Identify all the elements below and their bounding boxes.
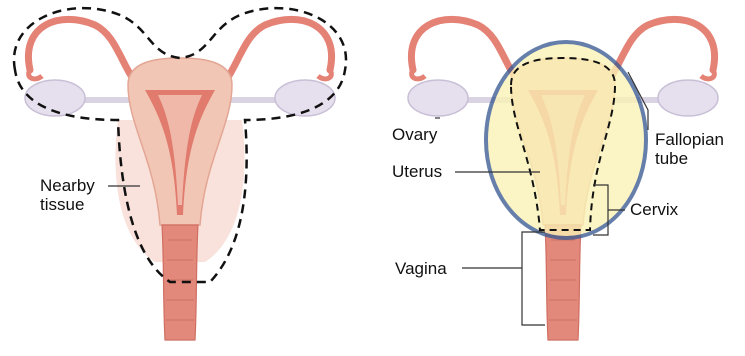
left-diagram (14, 8, 346, 340)
fallopian-tube-label-line2: tube (655, 149, 688, 168)
fallopian-tube-label: Fallopian tube (655, 130, 745, 168)
nearby-tissue-label-line2: tissue (40, 195, 84, 214)
vagina-label: Vagina (395, 259, 447, 278)
uterus-label: Uterus (392, 162, 442, 181)
ovary-label: Ovary (392, 125, 437, 144)
nearby-tissue-label-line1: Nearby (40, 176, 95, 195)
fallopian-tube-label-line1: Fallopian (655, 130, 724, 149)
nearby-tissue-label: Nearby tissue (40, 176, 130, 214)
uterus-highlight (486, 42, 646, 238)
right-diagram (408, 19, 718, 340)
vagina-bracket (522, 232, 545, 325)
cervix-label: Cervix (630, 200, 678, 219)
